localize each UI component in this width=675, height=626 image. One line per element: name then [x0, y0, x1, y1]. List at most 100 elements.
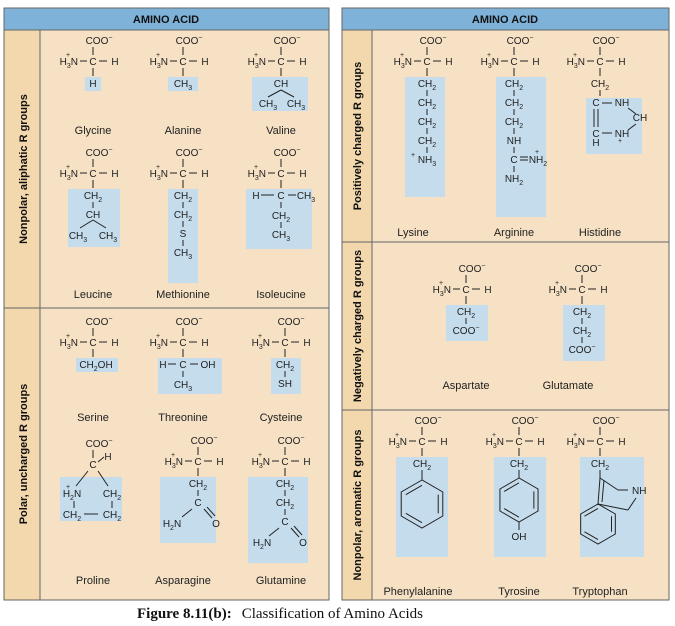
- group-formula: H3​N: [60, 57, 78, 70]
- bond: [79, 219, 94, 229]
- bond: [97, 456, 105, 463]
- alpha-carbon: C: [277, 57, 284, 68]
- group-formula: CH2​: [418, 98, 436, 111]
- amino-acid-name-tyrosine: Tyrosine: [498, 586, 540, 598]
- bond: [203, 508, 213, 519]
- group-formula: CH2​OH: [79, 360, 112, 373]
- bond: [267, 89, 282, 98]
- hydrogen: H: [201, 338, 208, 349]
- double-bond: [584, 531, 599, 541]
- plus-charge: +: [156, 164, 160, 171]
- right-header-text: AMINO ACID: [472, 14, 538, 26]
- group-formula: NH: [507, 136, 521, 147]
- group-formula: NH3​: [418, 155, 436, 168]
- bond: [97, 470, 109, 487]
- group-formula: H2​N: [253, 538, 271, 551]
- plus-charge: +: [66, 52, 70, 59]
- group-formula: CH2​: [510, 459, 528, 472]
- group-formula: H3​N: [567, 57, 585, 70]
- group-formula: CH2​: [418, 117, 436, 130]
- alpha-carbon: C: [179, 57, 186, 68]
- hydrogen: H: [111, 57, 118, 68]
- r-group-highlight: [246, 189, 312, 249]
- hydrogen: H: [201, 169, 208, 180]
- group-formula: COO−​: [593, 415, 620, 427]
- imidazole-ch: CH: [633, 113, 647, 124]
- right-header-bar: [341, 7, 670, 31]
- amino-acid-name-arginine: Arginine: [494, 227, 534, 239]
- bond: [597, 477, 601, 505]
- plus-charge: +: [156, 333, 160, 340]
- group-formula: CH2​: [103, 489, 121, 502]
- hydrogen: H: [484, 285, 491, 296]
- group-formula: COO−​: [420, 35, 447, 47]
- group-formula: COO−​: [176, 316, 203, 328]
- group-formula: H3​N: [486, 437, 504, 450]
- bond: [627, 123, 637, 131]
- carbon: C: [277, 191, 284, 202]
- group-formula: H3​N: [60, 169, 78, 182]
- alpha-carbon: C: [89, 57, 96, 68]
- hydrogen: H: [216, 457, 223, 468]
- plus-charge: +: [411, 152, 415, 159]
- amino-acid-name-glycine: Glycine: [75, 125, 112, 137]
- hydrogen: H: [201, 57, 208, 68]
- group-formula: SH: [278, 379, 292, 390]
- left-header-text: AMINO ACID: [133, 14, 199, 26]
- group-formula: H2​N: [63, 489, 81, 502]
- amino-acid-name-asparagine: Asparagine: [155, 575, 211, 587]
- group-formula: COO−​: [459, 263, 486, 275]
- amino-acid-name-valine: Valine: [266, 125, 296, 137]
- group-formula: CH3​: [99, 231, 117, 244]
- hydrogen: H: [600, 285, 607, 296]
- plus-charge: +: [492, 432, 496, 439]
- benzene-ring: [400, 479, 444, 529]
- group-formula: COO−​: [575, 263, 602, 275]
- bond: [206, 506, 216, 517]
- group-formula: COO−​: [278, 435, 305, 447]
- group-formula: CH2​: [457, 307, 475, 320]
- hydrogen: H: [440, 437, 447, 448]
- group-label-nonpolar-aromatic: Nonpolar, aromatic R groups: [352, 430, 364, 581]
- alpha-carbon: C: [89, 460, 96, 471]
- group-formula: CH2​: [413, 459, 431, 472]
- group-formula: H3​N: [481, 57, 499, 70]
- imidazole-nh: NH: [615, 129, 629, 140]
- bond: [290, 527, 300, 538]
- group-formula: CH3​: [69, 231, 87, 244]
- alpha-carbon: C: [578, 285, 585, 296]
- bond: [181, 508, 193, 518]
- alpha-carbon: C: [194, 457, 201, 468]
- plus-charge: +: [254, 164, 258, 171]
- hydrogen: H: [104, 452, 111, 463]
- hydrogen: H: [159, 360, 166, 371]
- double-bond: [503, 482, 520, 492]
- group-formula: CH2​: [591, 79, 609, 92]
- carbon: C: [194, 498, 201, 509]
- group-formula: H3​N: [248, 169, 266, 182]
- r-group-highlight: [252, 77, 308, 111]
- plus-charge: +: [618, 138, 622, 145]
- group-formula: CH3​: [174, 248, 192, 261]
- left-group-2-side: [3, 307, 41, 601]
- bond: [627, 107, 637, 115]
- alpha-carbon: C: [281, 457, 288, 468]
- alpha-carbon: C: [596, 437, 603, 448]
- r-group-highlight: [494, 457, 546, 557]
- plus-charge: +: [535, 149, 539, 156]
- right-group-2-side: [341, 241, 373, 411]
- alpha-carbon: C: [418, 437, 425, 448]
- group-formula: COO−​: [191, 435, 218, 447]
- group-formula: H3​N: [394, 57, 412, 70]
- r-group-highlight: [168, 77, 198, 91]
- group-formula: CH2​: [276, 479, 294, 492]
- group-formula: COO−​: [176, 147, 203, 159]
- group-formula: NH2​: [505, 174, 523, 187]
- group-formula: CH3​: [272, 230, 290, 243]
- plus-charge: +: [258, 452, 262, 459]
- amino-acid-name-threonine: Threonine: [158, 412, 208, 424]
- plus-charge: +: [254, 52, 258, 59]
- bond: [597, 503, 629, 511]
- right-group-1-side: [341, 29, 373, 243]
